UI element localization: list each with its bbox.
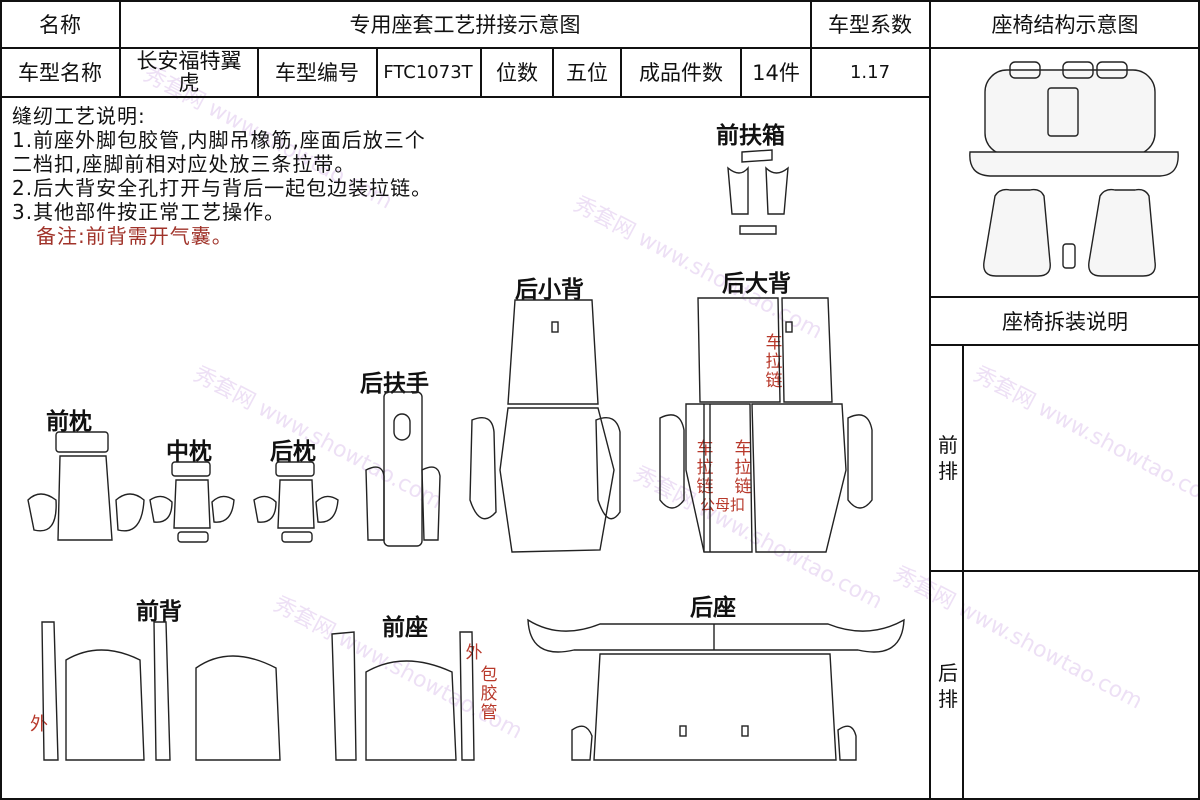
notes-line: 1.前座外脚包胶管,内脚吊橡筋,座面后放三个: [12, 128, 426, 152]
rear-armrest-part: [365, 391, 441, 547]
sewing-notes: 缝纫工艺说明: 1.前座外脚包胶管,内脚吊橡筋,座面后放三个 二档扣,座脚前相对…: [12, 104, 432, 248]
col-divider: [740, 47, 742, 97]
model-name-label: 车型名称: [18, 61, 102, 85]
rear-small-back-part: [469, 299, 621, 553]
front-row-label: 前排: [938, 433, 958, 483]
zipper-annotation: 车拉链: [734, 439, 752, 497]
col-divider: [376, 47, 378, 97]
part-label-front-seat: 前座: [382, 615, 428, 641]
col-divider: [552, 47, 554, 97]
row-divider: [930, 344, 1200, 346]
front-headrest-part: [27, 431, 145, 541]
notes-line: 3.其他部件按正常工艺操作。: [12, 200, 286, 224]
notes-remark: 备注:前背需开气囊。: [36, 224, 233, 248]
part-label-front-back: 前背: [136, 599, 182, 625]
structure-title: 座椅结构示意图: [991, 13, 1139, 37]
part-label-rear-headrest: 后枕: [270, 439, 316, 465]
part-label-front-armrest-box: 前扶箱: [716, 123, 785, 149]
page-title: 专用座套工艺拼接示意图: [349, 13, 581, 37]
model-name: 长安福特翼虎: [136, 49, 242, 95]
tube-annotation: 包胶管: [480, 665, 498, 723]
rear-row-label: 后排: [938, 661, 958, 711]
notes-line: 2.后大背安全孔打开与背后一起包边装拉链。: [12, 176, 433, 200]
part-label-rear-seat: 后座: [690, 595, 736, 621]
rear-large-back-part: [659, 297, 873, 553]
border-right: [1198, 0, 1200, 800]
buckle-annotation: 公母扣: [700, 496, 746, 514]
border-left: [0, 0, 2, 800]
rear-bench-diagram: [969, 61, 1179, 177]
col-divider: [810, 0, 812, 97]
front-seats-diagram: [983, 188, 1156, 277]
rear-headrest-part: [253, 461, 339, 543]
rear-seat-part: [527, 618, 905, 761]
pieces-value: 14件: [752, 61, 800, 85]
notes-title: 缝纫工艺说明:: [12, 104, 146, 128]
row-divider: [0, 96, 930, 98]
front-seat-part: [331, 631, 475, 761]
seats-label: 位数: [496, 61, 538, 85]
row-divider: [930, 296, 1200, 298]
zipper-annotation: 车拉链: [696, 439, 714, 497]
model-number: FTC1073T: [383, 61, 473, 83]
coefficient-value: 1.17: [849, 61, 891, 83]
col-divider: [480, 47, 482, 97]
part-label-rear-large-back: 后大背: [722, 271, 791, 297]
coefficient-label: 车型系数: [828, 13, 912, 37]
name-label: 名称: [39, 13, 81, 37]
front-armrest-box-part: [727, 149, 789, 235]
middle-headrest-part: [149, 461, 235, 543]
border-top: [0, 0, 1200, 2]
col-divider: [119, 0, 121, 97]
row-divider: [0, 47, 1200, 49]
col-divider: [962, 344, 964, 800]
part-label-rear-small-back: 后小背: [515, 277, 584, 303]
part-label-front-headrest: 前枕: [46, 409, 92, 435]
notes-line: 二档扣,座脚前相对应处放三条拉带。: [12, 152, 356, 176]
disassembly-title: 座椅拆装说明: [1002, 310, 1128, 334]
row-divider: [930, 570, 1200, 572]
seats-value: 五位: [566, 61, 608, 85]
border-bottom: [0, 798, 1200, 800]
pieces-label: 成品件数: [639, 61, 723, 85]
col-divider: [929, 0, 931, 800]
front-back-part: [41, 621, 281, 761]
col-divider: [620, 47, 622, 97]
model-number-label: 车型编号: [275, 61, 359, 85]
part-label-middle-headrest: 中枕: [166, 439, 212, 465]
outer-annotation: 外: [465, 643, 483, 663]
col-divider: [257, 47, 259, 97]
